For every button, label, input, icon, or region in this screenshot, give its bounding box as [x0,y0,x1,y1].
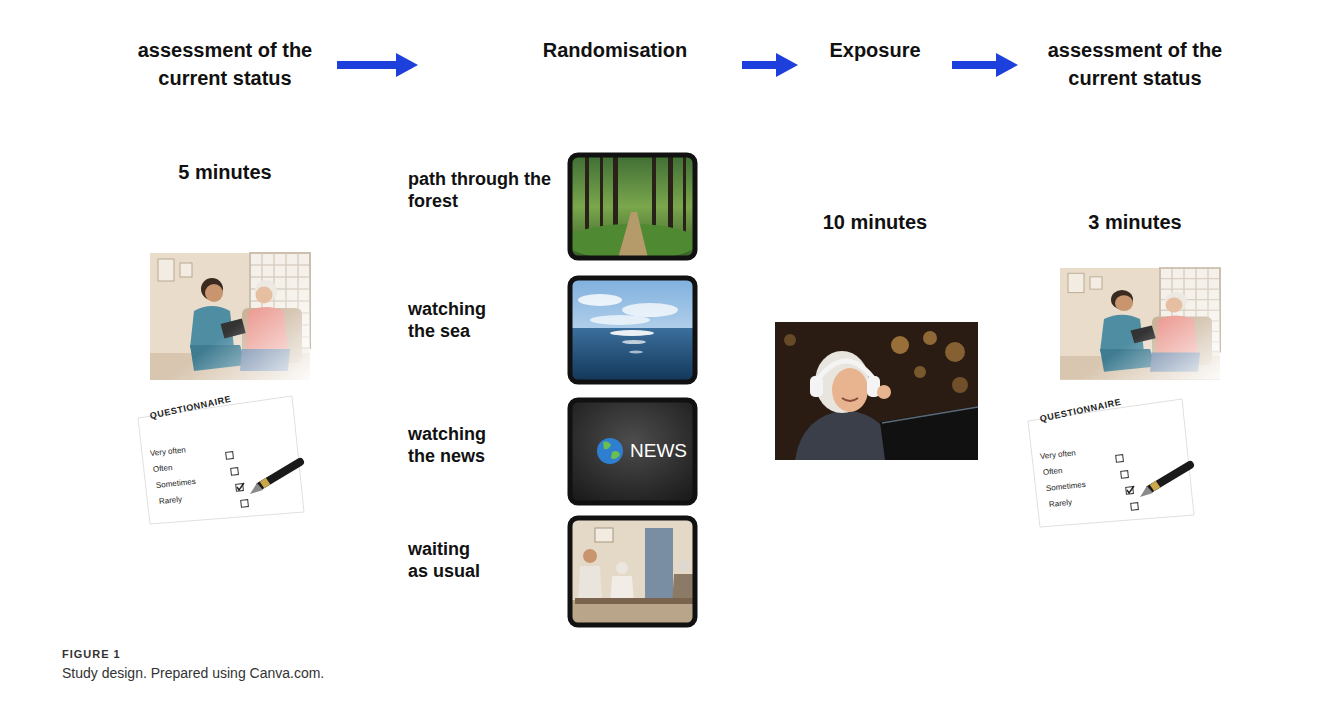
step-heading: assessment of the current status [1035,36,1235,92]
figure-number: FIGURE 1 [62,647,121,661]
sea-thumbnail [590,315,650,325]
headphones-photo [877,385,891,399]
headphones-photo [816,361,876,382]
waiting-room-thumbnail [645,528,673,598]
headphones-photo [810,376,823,397]
headphones-photo [952,377,968,393]
condition-label: watching the news [408,423,508,467]
duration-text: 5 minutes [125,158,325,186]
sea-thumbnail [629,351,643,354]
forest-thumbnail [683,155,686,239]
news-logo-text: NEWS [630,439,687,463]
stage-step: assessment of the current status 5 minute… [115,36,335,186]
figure-caption: Study design. Prepared using Canva.com. [62,664,324,682]
forest-thumbnail [618,212,648,258]
waiting-room-thumbnail [578,566,602,600]
news-thumbnail [570,400,695,503]
stage-step: assessment of the current status 3 minute… [1020,36,1250,236]
headphones-photo [882,407,978,423]
news-thumbnail [570,400,695,503]
forest-thumbnail [668,155,673,235]
step-heading: Randomisation [490,36,740,64]
waiting-room-thumbnail [570,518,695,625]
sea-thumbnail [570,328,695,382]
headphones-photo [775,322,978,460]
news-thumbnail [603,441,611,449]
forest-thumbnail [613,155,618,225]
flow-arrow [952,61,996,69]
headphones-photo [880,406,978,460]
sea-thumbnail [622,303,678,317]
headphones-photo [923,331,937,345]
stage-step: Exposure 10 minutes [800,36,950,236]
waiting-room-thumbnail [616,562,628,574]
flow-arrow [742,61,776,69]
forest-thumbnail [652,155,656,227]
questionnaire-text: Often [1042,466,1063,478]
sea-thumbnail [610,330,654,336]
condition-label: waiting as usual [408,538,488,582]
nurse-photo [1060,268,1220,380]
headphones-photo [842,398,858,401]
headphones-photo [914,366,926,378]
sea-thumbnail [570,278,695,382]
sea-thumbnail [578,294,622,306]
forest-thumbnail [600,155,603,233]
news-thumbnail [570,400,695,503]
duration-text: 3 minutes [1035,208,1235,236]
condition-label: watching the sea [408,298,508,342]
nurse-photo [150,253,310,380]
waiting-room-thumbnail [595,528,613,542]
forest-thumbnail [570,155,695,258]
sea-thumbnail [570,278,695,382]
headphones-photo [891,336,909,354]
waiting-room-thumbnail [678,560,690,572]
sea-thumbnail [622,340,646,344]
headphones-photo [945,342,965,362]
waiting-room-thumbnail [583,549,597,563]
connector-group [337,65,996,66]
step-heading: Exposure [800,36,950,64]
waiting-room-thumbnail [570,518,695,625]
headphones-photo [775,322,978,460]
headphones-photo [832,368,868,412]
headphones-photo [784,334,796,346]
stage-step: Randomisation [420,36,740,64]
waiting-room-thumbnail [570,518,695,625]
step-heading: assessment of the current status [125,36,325,92]
flow-arrow [337,61,396,69]
forest-thumbnail [570,155,695,258]
duration-text: 10 minutes [800,208,950,236]
questionnaire-text: Often [152,463,173,475]
news-thumbnail [611,451,620,459]
condition-label: path through the forest [408,168,563,212]
news-thumbnail [597,438,623,464]
sea-thumbnail [570,278,695,382]
forest-thumbnail [566,155,698,260]
sea-thumbnail [570,278,695,382]
waiting-room-thumbnail [575,598,695,604]
forest-thumbnail [585,155,589,237]
waiting-room-thumbnail [570,518,695,625]
